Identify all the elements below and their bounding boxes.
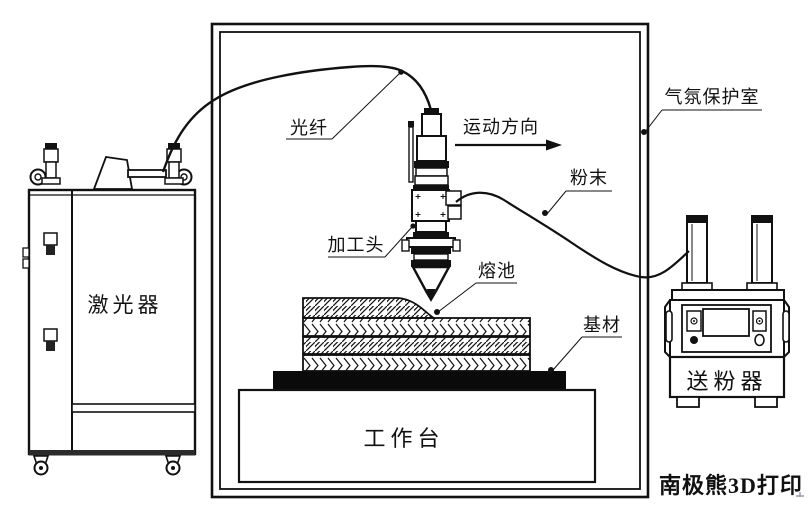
chamber-marker xyxy=(641,129,647,135)
powder-label: 粉末 xyxy=(570,168,608,188)
powder-marker xyxy=(542,210,548,216)
powder-feeder-label: 送粉器 xyxy=(686,369,767,394)
powder-tube xyxy=(455,191,690,279)
cabinet-side-knob xyxy=(22,247,30,258)
caster-wheel-right xyxy=(164,455,182,476)
worktable-label: 工作台 xyxy=(363,426,444,451)
leader-lines xyxy=(286,72,762,371)
fiber-cable xyxy=(161,64,433,173)
fiber-outlet-bar xyxy=(127,169,167,178)
substrate-label: 基材 xyxy=(583,315,621,335)
motion-direction-label: 运动方向 xyxy=(463,117,539,137)
roof-wedge xyxy=(92,156,134,190)
caster-wheel-left xyxy=(32,455,50,476)
display-screen xyxy=(702,308,750,337)
melt-pool-label: 熔池 xyxy=(478,261,516,281)
worktable: 工作台 xyxy=(237,388,597,484)
handle-left xyxy=(665,310,673,343)
powder-inlet-block xyxy=(445,190,462,206)
deposited-layers xyxy=(302,297,531,372)
knob-left xyxy=(690,336,698,344)
cabinet-handle-top xyxy=(43,232,58,255)
powder-hopper-right xyxy=(746,215,778,291)
direction-arrow xyxy=(455,139,562,151)
fiber-label: 光纤 xyxy=(290,118,328,138)
chamber-label: 气氛保护室 xyxy=(665,87,760,107)
knob-right xyxy=(754,333,765,347)
head-marker xyxy=(410,223,416,229)
laser-head xyxy=(401,108,462,302)
melt-pool-marker xyxy=(434,309,440,315)
laser-cabinet: 激光器 xyxy=(22,143,197,476)
signal-post-right xyxy=(164,143,184,185)
handle-right xyxy=(782,310,790,343)
processing-head-label: 加工头 xyxy=(328,235,385,255)
powder-feeder: 送粉器 xyxy=(664,215,790,408)
chamber-enclosure xyxy=(210,22,650,499)
switch-right xyxy=(752,310,767,332)
cabinet-handle-bottom xyxy=(43,328,58,351)
signal-post-left xyxy=(41,143,61,185)
nozzle-cone xyxy=(410,265,452,302)
substrate-marker xyxy=(548,367,554,373)
switch-left xyxy=(686,310,702,332)
laser-label: 激光器 xyxy=(88,293,163,317)
cursor-mark-icon xyxy=(796,492,804,497)
fiber-marker xyxy=(398,69,404,75)
substrate-plate xyxy=(273,371,566,389)
nozzle-tip xyxy=(426,289,436,300)
top-clad-layer xyxy=(302,297,435,319)
watermark-text: 南极熊3D打印 xyxy=(659,473,803,498)
